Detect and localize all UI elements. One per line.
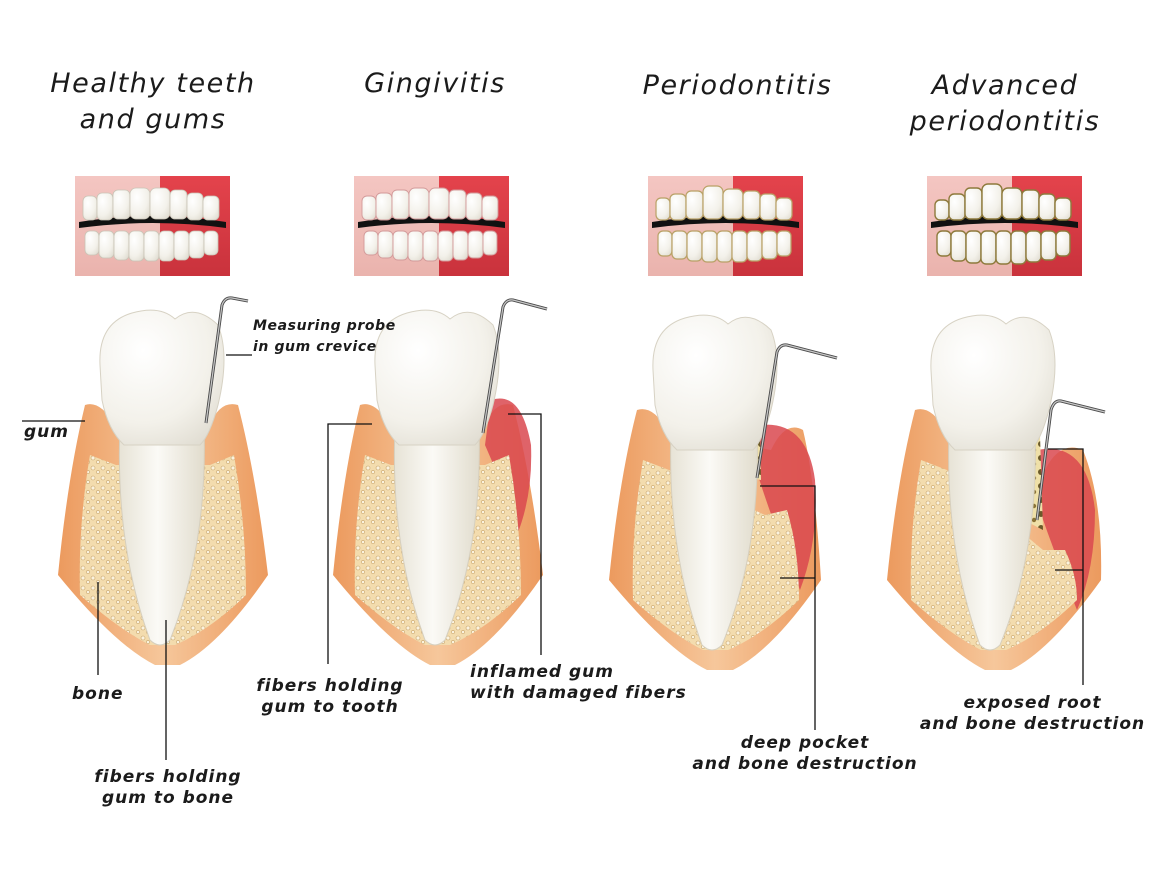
label-line: in gum crevice: [253, 339, 377, 355]
tooth-illustration-advanced: [855, 300, 1135, 680]
title-line: Gingivitis: [364, 68, 506, 99]
stage-title-healthy: Healthy teeth and gums: [38, 66, 268, 138]
title-line: Advanced: [931, 70, 1079, 101]
label-line: with damaged fibers: [470, 683, 687, 703]
label-exposed-root: exposed root and bone destruction: [915, 693, 1150, 735]
label-line: exposed root: [963, 693, 1102, 713]
label-line: fibers holding: [94, 767, 242, 787]
label-line: inflamed gum: [470, 662, 614, 682]
mouth-image-advanced: [927, 176, 1082, 276]
label-line: and bone destruction: [692, 754, 918, 774]
mouth-image-periodontitis: [648, 176, 803, 276]
label-inflamed-gum: inflamed gum with damaged fibers: [470, 662, 687, 704]
title-line: Healthy teeth: [50, 68, 256, 99]
label-line: gum: [24, 422, 69, 442]
mouth-image-healthy: [75, 176, 230, 276]
label-line: bone: [72, 684, 124, 704]
label-measuring-probe: Measuring probe in gum crevice: [253, 316, 396, 358]
tooth-illustration-gingivitis: [295, 295, 575, 675]
stage-title-advanced: Advanced periodontitis: [895, 68, 1115, 140]
tooth-illustration-healthy: [20, 295, 300, 675]
label-bone: bone: [72, 684, 123, 705]
label-line: deep pocket: [740, 733, 870, 753]
label-line: gum to tooth: [261, 697, 399, 717]
mouth-image-gingivitis: [354, 176, 509, 276]
label-line: Measuring probe: [253, 318, 396, 334]
stage-title-gingivitis: Gingivitis: [335, 66, 535, 102]
title-line: Periodontitis: [642, 70, 833, 101]
title-line: periodontitis: [909, 106, 1101, 137]
stage-title-periodontitis: Periodontitis: [625, 68, 850, 104]
title-line: and gums: [79, 104, 227, 135]
label-gum: gum: [24, 422, 69, 443]
label-line: and bone destruction: [919, 714, 1146, 734]
label-deep-pocket: deep pocket and bone destruction: [680, 733, 930, 775]
tooth-illustration-periodontitis: [575, 300, 855, 680]
label-line: gum to bone: [101, 788, 235, 808]
label-line: fibers holding: [256, 676, 404, 696]
label-fibers-gum-to-tooth: fibers holding gum to tooth: [250, 676, 410, 718]
label-fibers-gum-to-bone: fibers holding gum to bone: [88, 767, 248, 809]
